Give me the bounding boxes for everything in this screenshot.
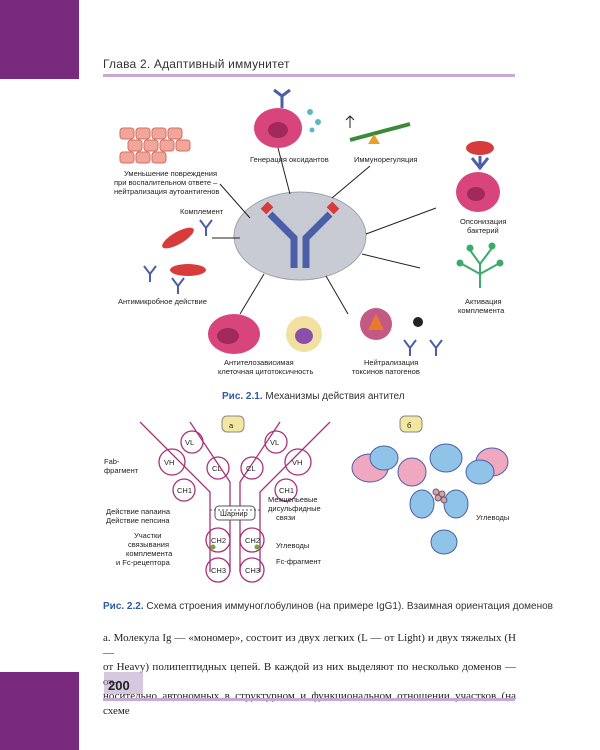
label-activation-2: комплемента	[458, 306, 505, 315]
panel-b-label: б	[407, 421, 411, 430]
body-line-2: от Heavy) полипептидных цепей. В каждой …	[103, 661, 516, 688]
domain-ch1-right: CH1	[279, 486, 294, 495]
label-opsonization-1: Опсонизация	[460, 217, 506, 226]
immunoregulation-seesaw	[345, 115, 411, 144]
label-disulfide-2: дисульфидные	[268, 504, 321, 513]
label-neutral-1: Нейтрализация	[364, 358, 418, 367]
label-damage-1: Уменьшение повреждения	[124, 169, 217, 178]
footer-rule	[103, 698, 515, 701]
ig-domain-labels: VL VL VH VH CL CL CH1 CH1 CH2 CH2 CH3 CH…	[164, 438, 302, 575]
panel-a-label: а	[229, 421, 234, 430]
figure-ig-structure: а Шарнир VL VL VH VH CL CL CH1 CH1 CH2 C…	[104, 415, 509, 583]
domain-vl-right: VL	[270, 438, 279, 447]
label-sites-1: Участки	[134, 531, 162, 540]
label-disulfide-3: связи	[276, 513, 295, 522]
domain-vh-right: VH	[292, 458, 302, 467]
header-rule	[103, 74, 515, 77]
antimicrobial-bacteria	[143, 219, 213, 294]
label-opsonization-2: бактерий	[467, 226, 499, 235]
label-carbs: Углеводы	[276, 541, 309, 550]
sidebar-accent-bottom	[0, 672, 79, 750]
label-sites-4: и Fc-рецептора	[116, 558, 171, 567]
figure2-caption-num: Рис. 2.2.	[103, 601, 144, 612]
label-fc: Fc-фрагмент	[276, 557, 322, 566]
central-antibody	[260, 201, 340, 268]
label-adcc-2: клеточная цитотоксичность	[218, 367, 313, 376]
label-damage-3: нейтрализация аутоантигенов	[114, 187, 219, 196]
figure2-caption: Рис. 2.2. Схема строения иммуноглобулино…	[103, 601, 553, 612]
ig-3d-domains	[351, 443, 509, 555]
label-carbs-b: Углеводы	[476, 513, 509, 522]
figure2-caption-text: Схема строения иммуноглобулинов (на прим…	[146, 601, 553, 612]
tissue-cells	[119, 127, 191, 164]
label-oxidants: Генерация оксидантов	[250, 155, 329, 164]
complement-activation	[456, 242, 504, 288]
domain-cl-left: CL	[212, 464, 222, 473]
label-neutral-2: токсинов патогенов	[352, 367, 420, 376]
label-sites-2: связывания	[128, 540, 169, 549]
label-damage-2: при воспалительном ответе –	[114, 178, 218, 187]
domain-ch3-right: CH3	[245, 566, 260, 575]
label-fab-2: фрагмент	[104, 466, 139, 475]
label-hinge: Шарнир	[220, 509, 248, 518]
figure1-caption-num: Рис. 2.1.	[222, 391, 263, 402]
label-sites-3: комплемента	[126, 549, 173, 558]
domain-ch2-left: CH2	[211, 536, 226, 545]
figure-antibody-mechanisms: Генерация оксидантов Иммунорегуляция Уме…	[114, 88, 506, 376]
label-antimicrobial: Антимикробное действие	[118, 297, 207, 306]
ig-chains	[139, 421, 331, 583]
label-adcc-1: Антителозависимая	[224, 358, 294, 367]
body-line-1: а. Молекула Ig — «мономер», состоит из д…	[103, 632, 516, 659]
figure1-caption-text: Механизмы действия антител	[265, 391, 405, 402]
label-activation-1: Активация	[465, 297, 502, 306]
domain-vl-left: VL	[185, 438, 194, 447]
domain-ch3-left: CH3	[211, 566, 226, 575]
domain-ch1-left: CH1	[177, 486, 192, 495]
label-fab-1: Fab-	[104, 457, 120, 466]
body-paragraph: а. Молекула Ig — «мономер», состоит из д…	[103, 631, 516, 718]
page-number: 200	[108, 678, 130, 693]
label-immunoregulation: Иммунорегуляция	[354, 155, 418, 164]
label-disulfide-1: Межцепьевые	[268, 495, 318, 504]
running-header: Глава 2. Адаптивный иммунитет	[103, 57, 290, 71]
label-complement: Комплемент	[180, 207, 224, 216]
domain-cl-right: CL	[246, 464, 256, 473]
label-pepsin: Действие пепсина	[106, 516, 170, 525]
label-papain: Действие папаина	[106, 507, 171, 516]
page-number-band	[104, 672, 143, 694]
sidebar-accent-top	[0, 0, 79, 79]
domain-ch2-right: CH2	[245, 536, 260, 545]
arrows	[212, 147, 437, 315]
opsonization-cell	[456, 141, 500, 212]
figure1-caption: Рис. 2.1. Механизмы действия антител	[222, 391, 405, 402]
toxin-virus	[360, 308, 443, 356]
central-ellipse	[233, 191, 367, 281]
oxidant-cell	[254, 88, 321, 148]
adcc-cells	[208, 314, 322, 354]
body-line-3: носительно автономных в структурном и фу…	[103, 690, 516, 717]
domain-vh-left: VH	[164, 458, 174, 467]
